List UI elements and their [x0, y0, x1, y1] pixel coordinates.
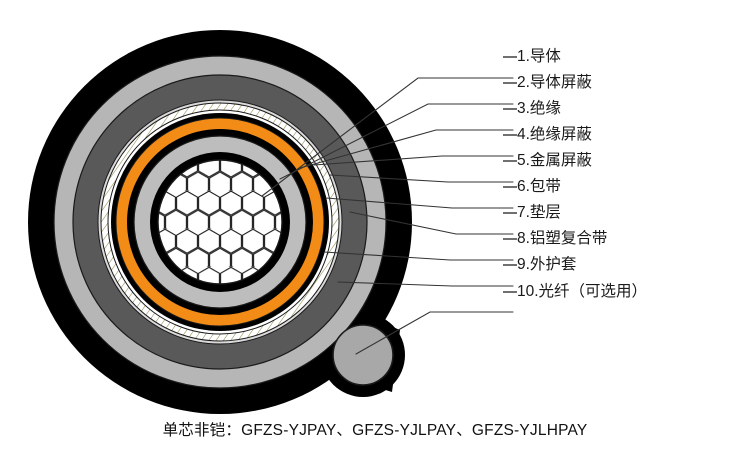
optical-fiber-circle: [332, 324, 394, 386]
leader-lines: [261, 77, 514, 355]
layer-1-conductor-core: [158, 160, 282, 284]
leader-dashes: [503, 56, 517, 293]
diagram-caption: 单芯非铠：GFZS-YJPAY、GFZS-YJLPAY、GFZS-YJLHPAY: [162, 422, 588, 439]
